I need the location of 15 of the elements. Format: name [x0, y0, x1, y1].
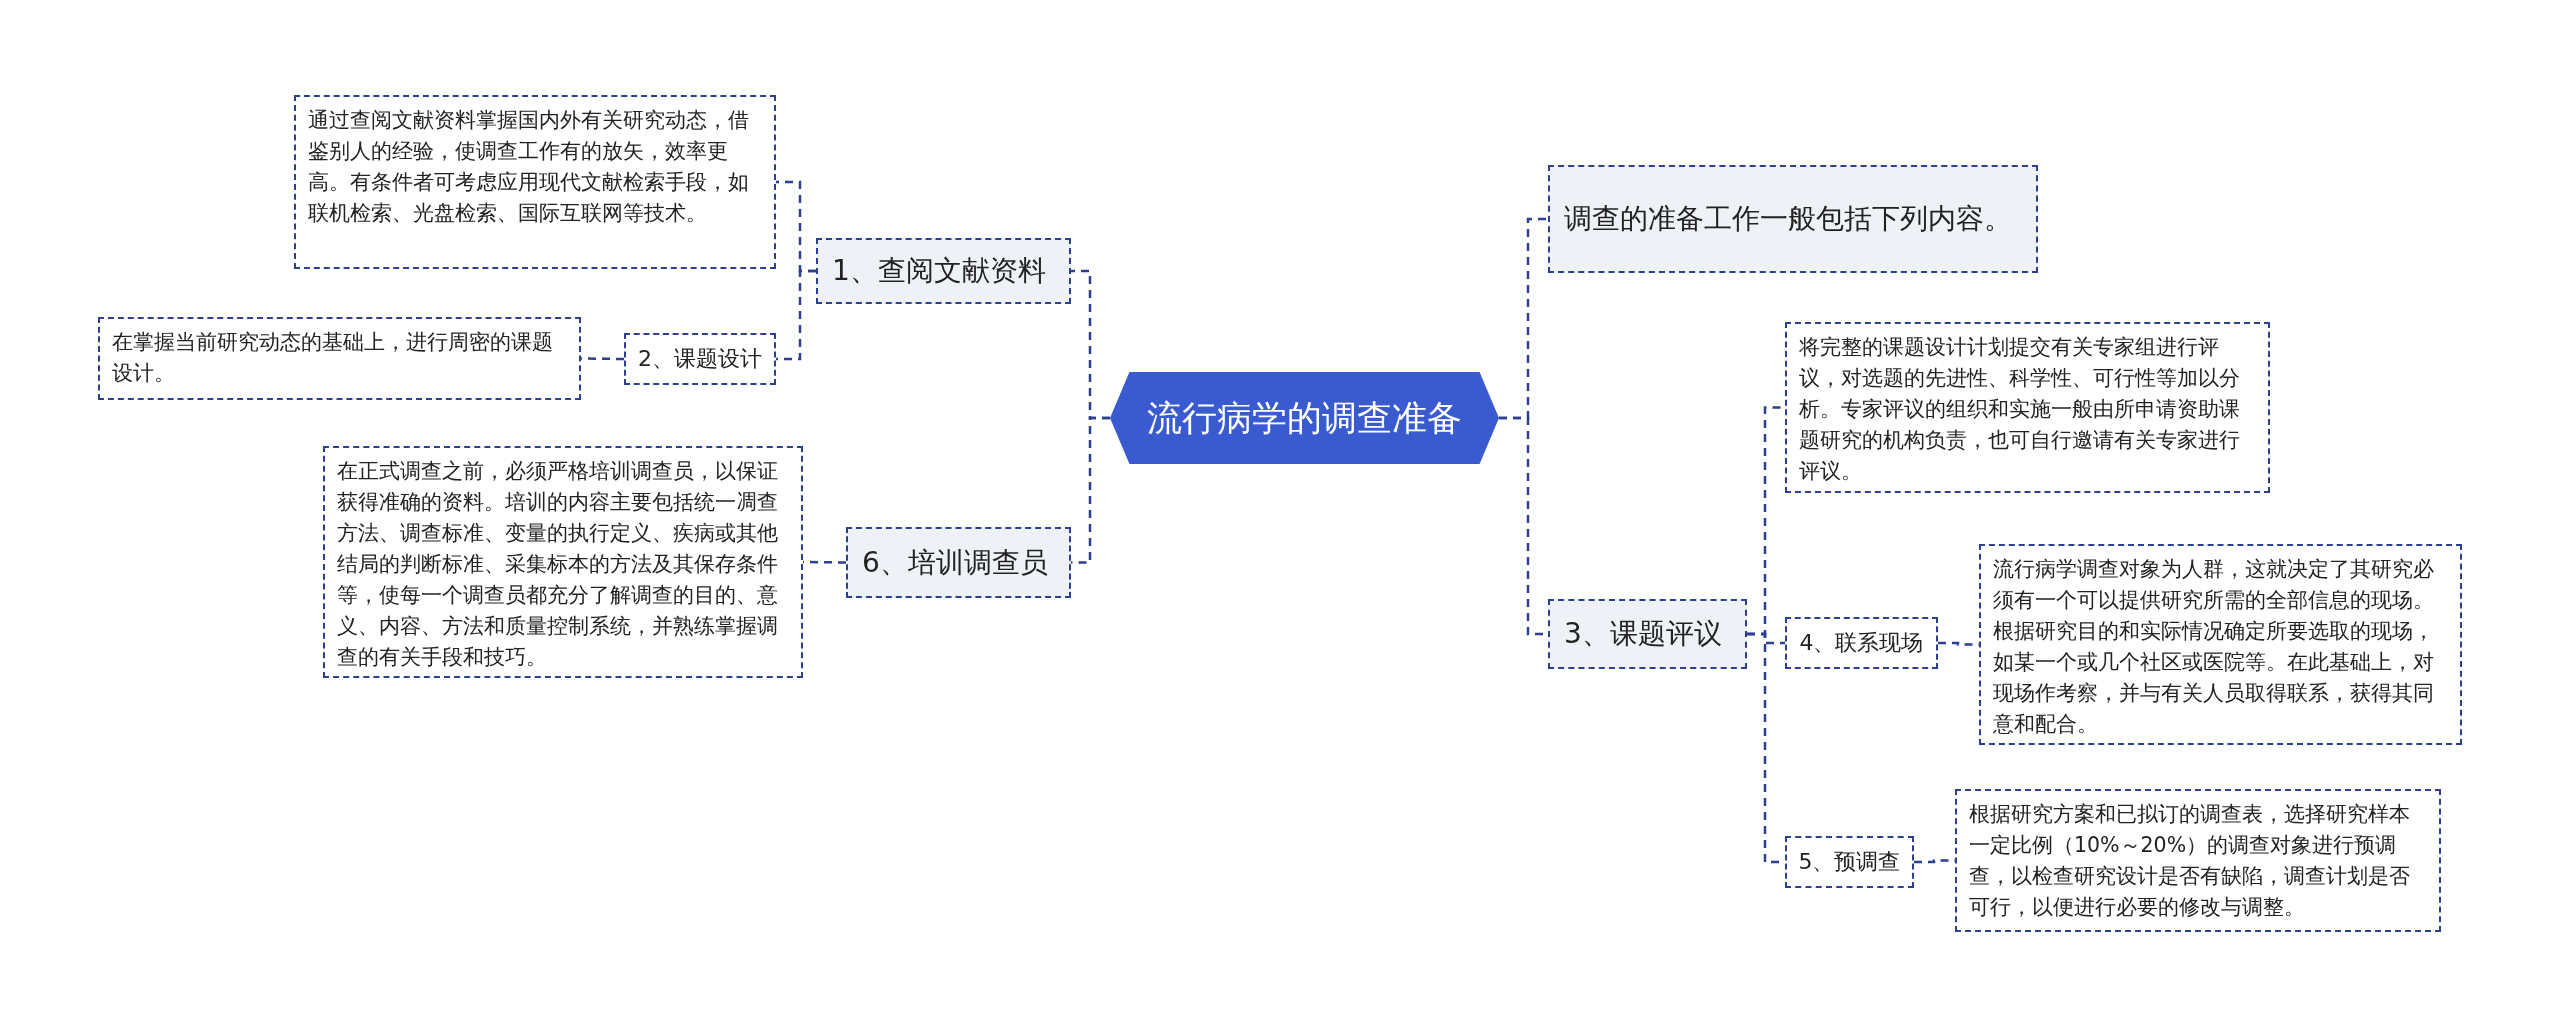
topic-box: 6、培训调查员: [846, 527, 1071, 598]
note-box: 在正式调查之前，必须严格培训调查员，以保证获得准确的资料。培训的内容主要包括统一凋查方法、调查标准、变量的执行定义、疾病或其他结局的判断标准、采集标本的方法及其保存条件等，使每一个调查员都充分了解调查的目的、意义、内容、方法和质量控制系统，并熟练掌握调查的有关手段和技巧。: [323, 446, 803, 678]
topic-box: 调查的准备工作一般包括下列内容。: [1548, 165, 2038, 273]
note-box: 流行病学调查对象为人群，这就决定了其研究必须有一个可以提供研究所需的全部信息的现场。根据研究目的和实际情况确定所要选取的现场，如某一个或几个社区或医院等。在此基础上，对现场作考察，并与有关人员取得联系，获得其同意和配合。: [1979, 544, 2462, 745]
topic-box: 1、查阅文献资料: [816, 238, 1071, 304]
central-topic: 流行病学的调查准备: [1110, 372, 1499, 464]
subtopic-box: 4、联系现场: [1785, 617, 1938, 669]
note-box: 将完整的课题设计计划提交有关专家组进行评议，对选题的先进性、科学性、可行性等加以分析。专家评议的组织和实施一般由所申请资助课题研究的机构负责，也可自行邀请有关专家进行评议。: [1785, 322, 2270, 493]
topic-box: 3、课题评议: [1548, 599, 1747, 669]
note-box: 通过查阅文献资料掌握国内外有关研究动态，借鉴别人的经验，使调查工作有的放矢，效率更高。有条件者可考虑应用现代文献检索手段，如联机检索、光盘检索、国际互联网等技术。: [294, 95, 776, 269]
subtopic-box: 5、预调查: [1785, 836, 1914, 888]
note-box: 根据研究方案和已拟订的调查表，选择研究样本一定比例（10%～20%）的调查对象进行预调查，以检查研究设计是否有缺陷，调查计划是否可行，以便进行必要的修改与调整。: [1955, 789, 2441, 932]
connector-line: [776, 269, 816, 361]
subtopic-box: 2、课题设计: [624, 333, 776, 385]
note-box: 在掌握当前研究动态的基础上，进行周密的课题设计。: [98, 317, 581, 400]
